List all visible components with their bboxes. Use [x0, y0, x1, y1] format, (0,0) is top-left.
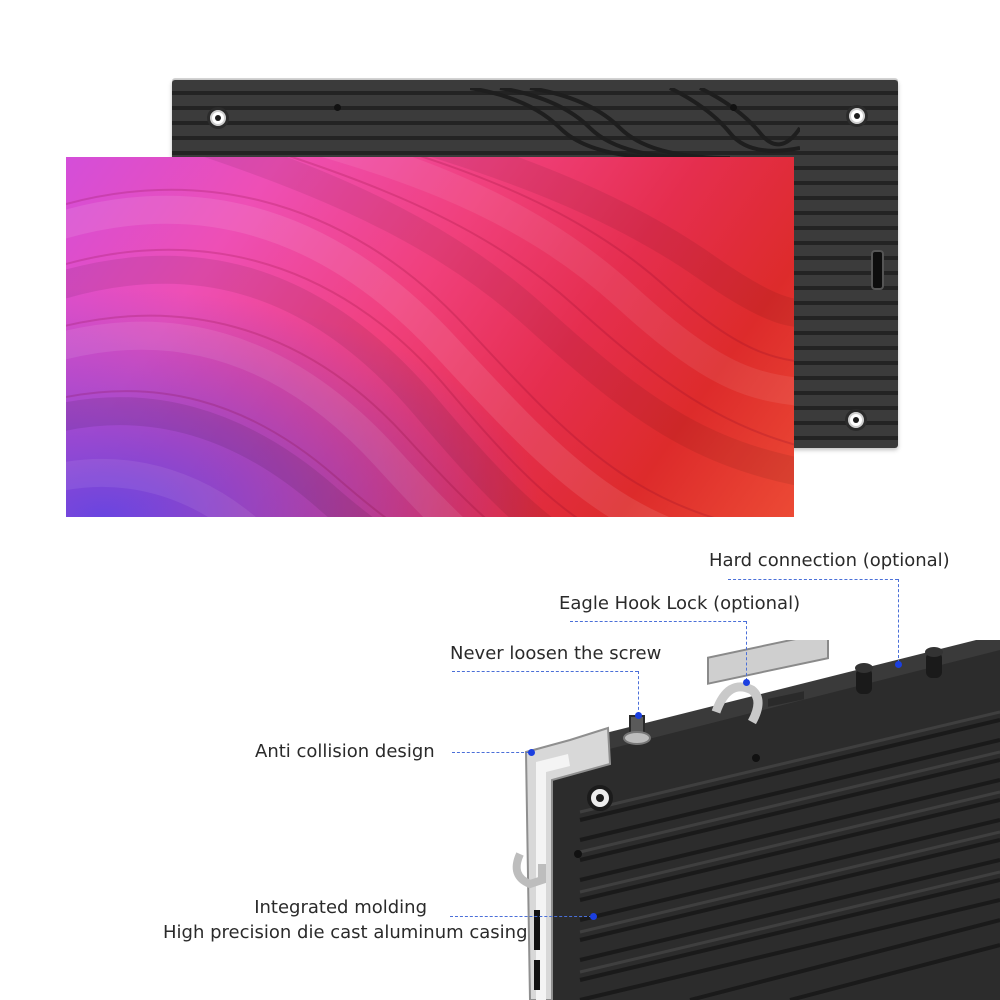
callout-pin: [590, 913, 597, 920]
callout-eagle-hook-lock: Eagle Hook Lock (optional): [559, 593, 801, 614]
leader-line: [570, 621, 746, 622]
screw-dot: [334, 104, 341, 111]
screw-dot: [730, 104, 737, 111]
led-display-screen: [66, 157, 794, 517]
leader-line: [450, 916, 592, 917]
callout-never-loosen-screw: Never loosen the screw: [450, 643, 662, 664]
back-panel-curved-ribs: [470, 88, 800, 158]
leader-line: [898, 579, 899, 663]
leader-line: [746, 621, 747, 681]
mounting-hole-top-right: [846, 105, 868, 127]
leader-line: [452, 671, 638, 672]
callout-integrated-molding: Integrated molding: [254, 897, 427, 918]
callout-die-cast-casing: High precision die cast aluminum casing: [163, 922, 528, 943]
callout-pin: [895, 661, 902, 668]
connector-slot: [871, 250, 884, 290]
mounting-hole-top-left: [207, 107, 229, 129]
callout-hard-connection: Hard connection (optional): [709, 550, 950, 571]
leader-line: [638, 671, 639, 715]
callout-pin: [743, 679, 750, 686]
callout-anti-collision: Anti collision design: [255, 741, 435, 762]
callout-pin: [635, 712, 642, 719]
mounting-hole-bottom-right: [845, 409, 867, 431]
screen-wave-pattern: [66, 157, 794, 517]
callout-pin: [528, 749, 535, 756]
leader-line: [452, 752, 529, 753]
product-detail-closeup: [512, 640, 1000, 1000]
leader-line: [728, 579, 898, 580]
